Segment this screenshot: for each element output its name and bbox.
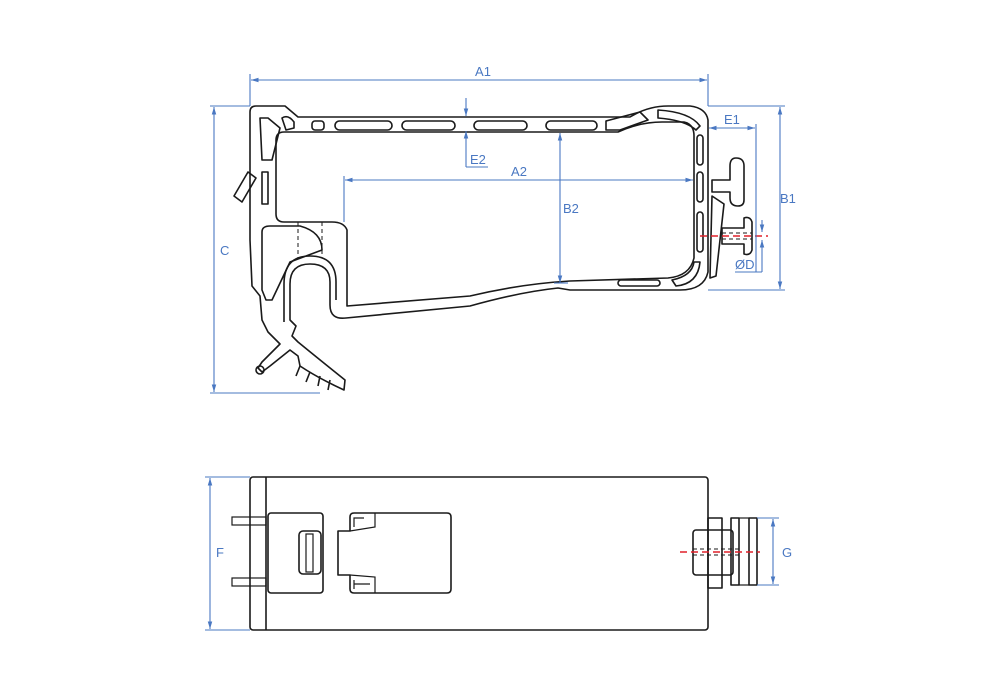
snap-rivet <box>709 157 753 279</box>
profile-inner-cavity <box>275 121 695 307</box>
label-a2: A2 <box>511 164 527 179</box>
plan-body <box>249 476 709 631</box>
label-f: F <box>216 545 224 560</box>
left-tab-top <box>231 516 267 526</box>
hinge-dashed <box>297 222 323 258</box>
label-c: C <box>220 243 229 258</box>
dimensions-profile: A1 A2 C B1 B2 E2 E1 ØD <box>210 64 796 394</box>
right-slots <box>617 134 704 287</box>
seal-teeth <box>255 365 331 391</box>
left-lower-slot <box>261 225 323 301</box>
dimensions-plan: F G <box>205 476 792 631</box>
label-g: G <box>782 545 792 560</box>
label-e1: E1 <box>724 112 740 127</box>
label-b2: B2 <box>563 201 579 216</box>
profile-outer-outline <box>249 105 709 391</box>
hook-channel <box>283 255 337 322</box>
top-slots <box>311 109 701 131</box>
label-e2: E2 <box>470 152 486 167</box>
corner-notch <box>281 115 295 131</box>
left-tab-bottom <box>231 577 267 587</box>
plan-rivet <box>680 517 760 589</box>
label-b1: B1 <box>780 191 796 206</box>
label-a1: A1 <box>475 64 491 79</box>
left-wall-slot <box>261 171 269 205</box>
hinge-block <box>337 512 452 594</box>
left-tab <box>233 171 257 203</box>
plan-view <box>231 476 760 631</box>
corner-slot <box>259 117 281 161</box>
label-d: ØD <box>735 257 755 272</box>
profile-view <box>233 105 768 391</box>
clip-latch <box>267 512 324 594</box>
